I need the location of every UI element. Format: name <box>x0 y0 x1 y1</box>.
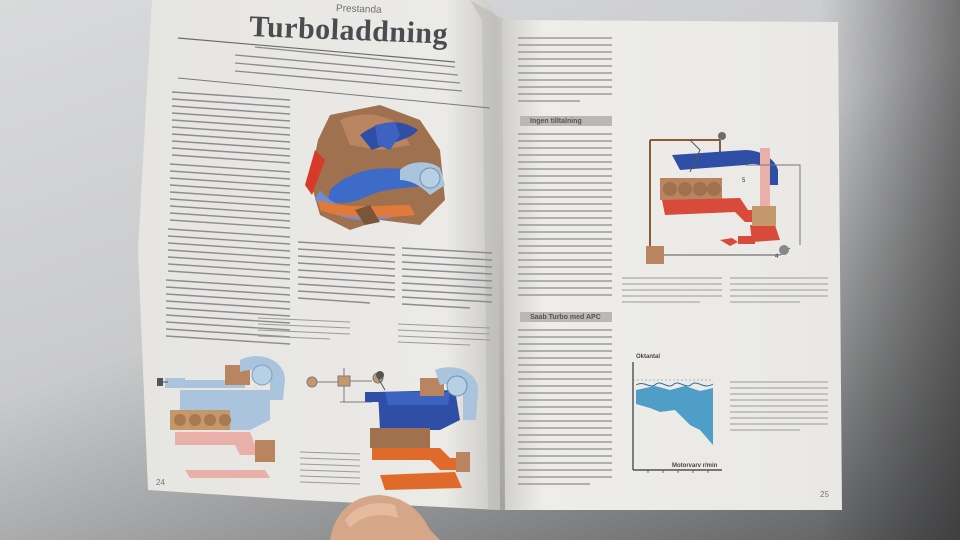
thumb <box>330 495 440 540</box>
gutter-shadow <box>470 0 505 510</box>
right-column-2 <box>518 133 612 296</box>
intro-text <box>234 46 463 92</box>
right-column-3 <box>518 329 612 485</box>
chart-y-label: Oktantal <box>636 354 661 360</box>
chart-area <box>636 386 713 445</box>
captions-left <box>257 317 491 346</box>
desk-shadow <box>820 0 960 540</box>
body-column-1 <box>165 91 291 345</box>
section-heading-2: Saab Turbo med APC <box>530 314 601 321</box>
chart-x-label: Motorvarv r/min <box>672 463 718 469</box>
turbo-diagram-right <box>365 367 479 490</box>
right-column-1 <box>518 37 612 102</box>
chart-top-curve <box>635 382 714 387</box>
section-heading-1: Ingen tilltalning <box>530 118 582 125</box>
engine-schematic-right: 5 4 <box>646 132 801 264</box>
svg-text:4: 4 <box>775 254 779 260</box>
turbo-diagram-left <box>157 356 285 478</box>
body-column-3 <box>401 247 493 309</box>
heading-bar-1 <box>520 116 612 126</box>
legend-list <box>299 451 361 485</box>
heading-bar-2 <box>520 312 612 322</box>
right-captions <box>622 277 828 431</box>
page-number-left: 24 <box>156 478 165 487</box>
body-column-2 <box>297 241 396 304</box>
octane-chart <box>632 362 722 473</box>
svg-text:5: 5 <box>742 178 746 184</box>
engine-illustration-main <box>305 105 445 230</box>
page-number-right: 25 <box>820 490 829 499</box>
